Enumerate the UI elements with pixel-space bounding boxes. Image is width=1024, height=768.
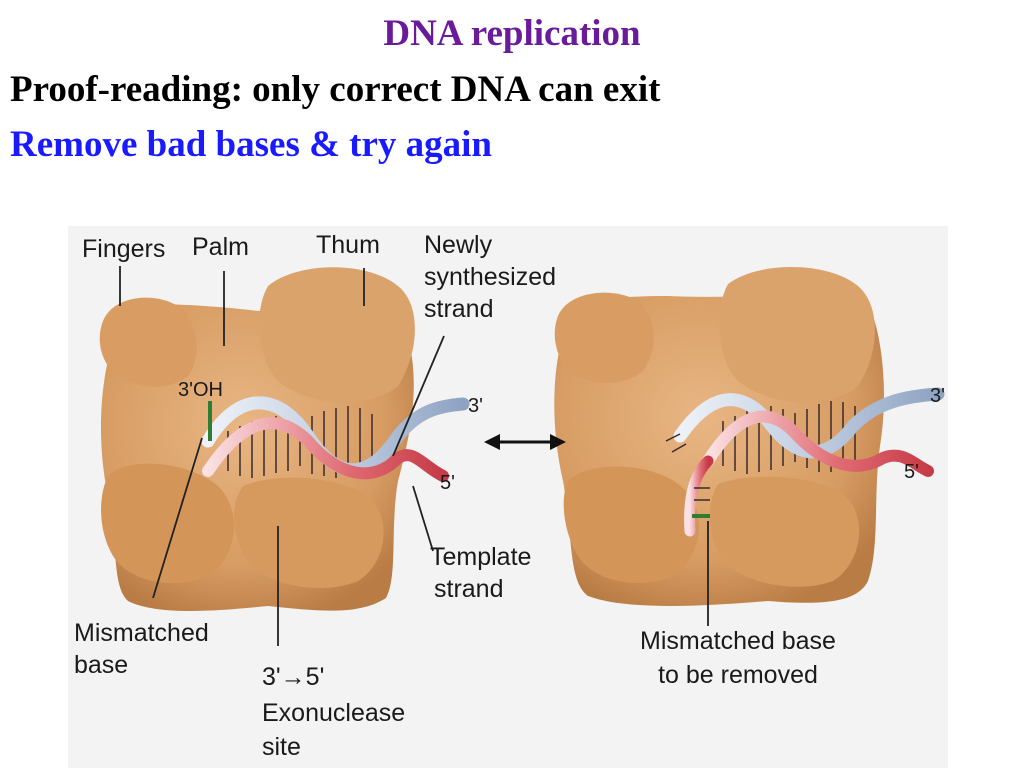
label-mismatched-removed-1: Mismatched base: [640, 627, 836, 655]
double-arrow-icon: [484, 434, 566, 450]
polymerase-illustration: [99, 266, 945, 646]
label-newly-synthesized-1: Newly: [424, 231, 493, 259]
label-newly-synthesized-2: synthesized: [424, 263, 557, 291]
label-mismatched-1: Mismatched: [74, 619, 209, 647]
subtitle-remove-bad-bases: Remove bad bases & try again: [10, 124, 493, 165]
label-3-oh: 3'OH: [178, 379, 223, 401]
label-exonuclease-3: site: [262, 733, 301, 761]
polymerase-figure: Fingers Palm Thum Newly synthesized stra…: [68, 226, 948, 768]
right-dna-helix: [665, 387, 945, 537]
label-thumb: Thum: [316, 231, 380, 259]
slide-title: DNA replication: [383, 13, 641, 54]
label-mismatched-removed-2: to be removed: [658, 661, 818, 689]
label-mismatched-2: base: [74, 651, 129, 679]
label-palm: Palm: [192, 233, 249, 261]
label-right-3-prime: 3': [930, 385, 945, 407]
label-exonuclease-2: Exonuclease: [262, 699, 406, 727]
label-exonuclease-1: 3'→5': [262, 663, 325, 691]
label-template-1: Template: [430, 543, 532, 571]
label-newly-synthesized-3: strand: [424, 295, 494, 323]
label-left-3-prime: 3': [468, 395, 483, 417]
label-template-2: strand: [434, 575, 504, 603]
label-right-5-prime: 5': [904, 461, 919, 483]
label-left-5-prime: 5': [440, 472, 455, 494]
left-dna-helix: [201, 396, 470, 482]
left-polymerase: [99, 267, 415, 611]
label-fingers: Fingers: [82, 235, 166, 263]
subtitle-proofreading: Proof-reading: only correct DNA can exit: [10, 69, 661, 110]
